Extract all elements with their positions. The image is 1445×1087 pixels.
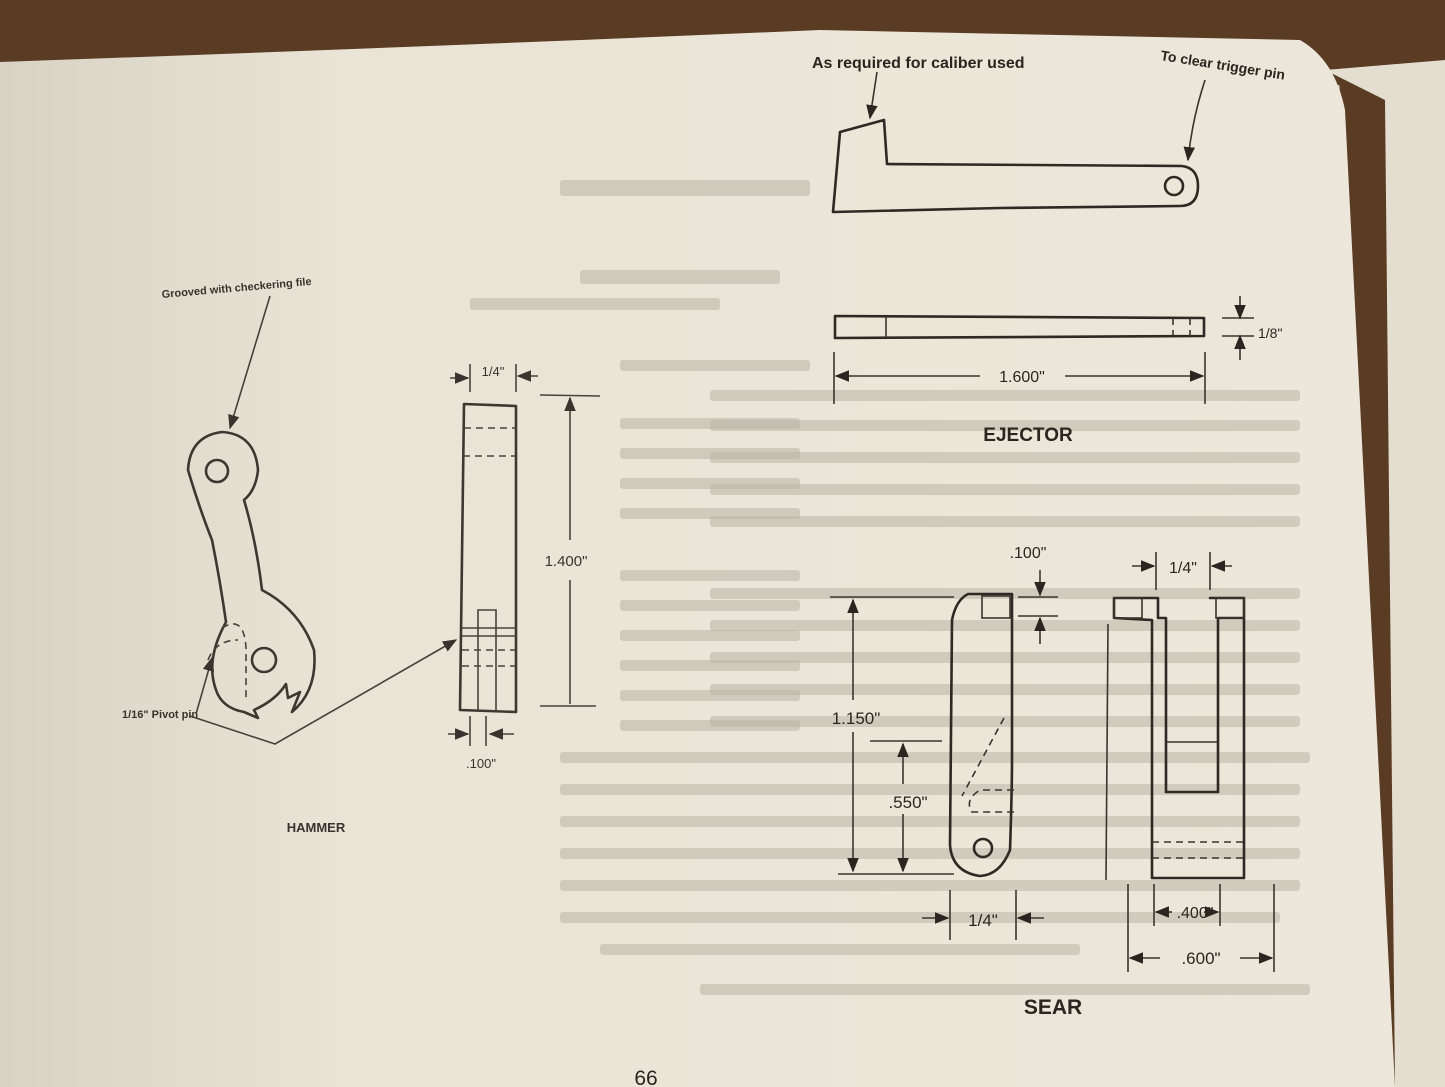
sear-side-hidden [961, 717, 1014, 813]
sear-front-shadow-line [1105, 623, 1109, 881]
sear-side-view [948, 592, 1014, 878]
hammer-top-hole [204, 458, 230, 484]
hammer-title: HAMMER [287, 820, 346, 835]
sear-dim-height: 1.150" [832, 709, 881, 728]
hammer-leader-grooved [228, 295, 271, 430]
sear-dim-top: .100" [1010, 545, 1047, 562]
hammer-dim-height: 1.400" [545, 553, 588, 570]
bleed-through-text [470, 180, 1310, 995]
sear-front-left-tab [1113, 597, 1143, 619]
sear-dim-width-side: 1/4" [968, 911, 998, 930]
sear-side-hole [972, 837, 994, 859]
hammer-dim-width: 1/4" [482, 364, 505, 379]
ejector-title: EJECTOR [983, 425, 1073, 446]
ejector-leader-trigger [1183, 79, 1206, 162]
ejector-top-view [833, 314, 1206, 340]
ejector-leader-caliber [866, 71, 878, 120]
hammer-note-pivot: 1/16" Pivot pin [122, 709, 198, 721]
hammer-dim-step: .100" [466, 756, 496, 771]
hammer-side-view [186, 430, 316, 720]
page-edge-stack [1325, 60, 1445, 1087]
ejector-dim-length: 1.600" [999, 369, 1045, 386]
sear-front-right-tab [1215, 597, 1245, 619]
sear-diagram: 1.150" .550" .100" 1/4" 1/4" .400" [830, 545, 1275, 1019]
hammer-edge-step [477, 609, 497, 710]
hammer-leader-step [189, 639, 458, 745]
ejector-side-view [831, 118, 1200, 214]
ejector-pin-hole [1163, 175, 1185, 197]
sear-dim-width-top: 1/4" [1169, 560, 1197, 577]
sear-side-notch [981, 595, 1011, 619]
sear-dim-overall: .600" [1181, 949, 1220, 968]
hammer-dim-height-ext-1 [539, 394, 601, 397]
sear-dim-lower: .550" [888, 793, 927, 812]
page-number: 66 [634, 1067, 657, 1087]
ejector-note-caliber: As required for caliber used [812, 55, 1025, 72]
sear-title: SEAR [1024, 996, 1082, 1019]
hammer-leader-pivot [195, 656, 214, 715]
ejector-dim-thickness: 1/8" [1258, 325, 1282, 341]
hammer-pivot-hole [250, 646, 278, 674]
sear-dim-slot: .400" [1177, 905, 1214, 922]
hammer-edge-view [458, 402, 518, 714]
